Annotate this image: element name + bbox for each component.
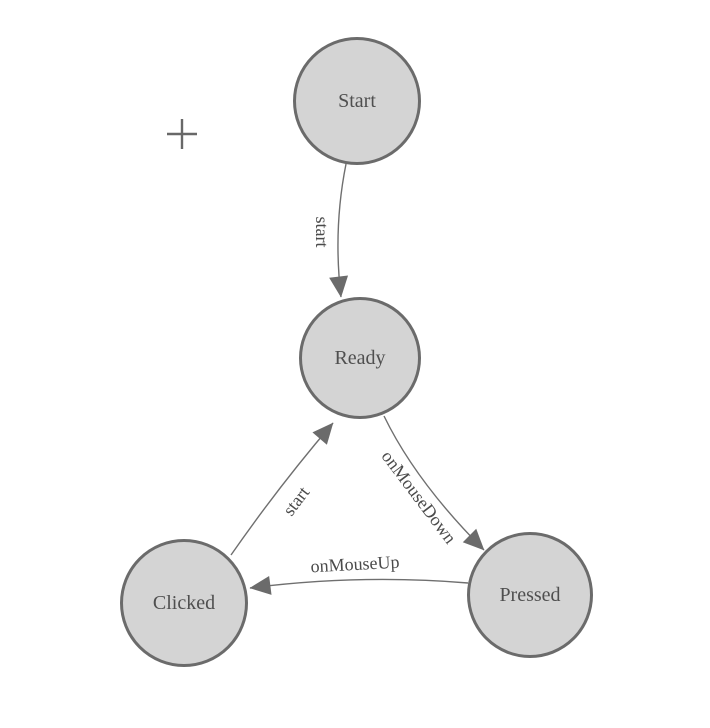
- edge-clicked-to-ready[interactable]: [230, 422, 334, 556]
- node-ready-label: Ready: [334, 347, 386, 369]
- node-ready[interactable]: Ready: [299, 297, 421, 419]
- plus-icon: [167, 119, 197, 149]
- node-pressed-label: Pressed: [499, 584, 561, 606]
- node-clicked-label: Clicked: [152, 592, 216, 614]
- node-start[interactable]: Start: [293, 37, 421, 165]
- node-start-label: Start: [338, 90, 376, 112]
- edge-pressed-to-clicked[interactable]: [249, 575, 469, 595]
- edge-label-start-to-ready: start: [312, 216, 332, 248]
- node-pressed[interactable]: Pressed: [467, 532, 593, 658]
- node-clicked[interactable]: Clicked: [120, 539, 248, 667]
- edge-start-to-ready[interactable]: [329, 163, 349, 298]
- edge-label-pressed-to-clicked: onMouseUp: [310, 551, 400, 577]
- edge-ready-to-pressed[interactable]: [383, 415, 485, 551]
